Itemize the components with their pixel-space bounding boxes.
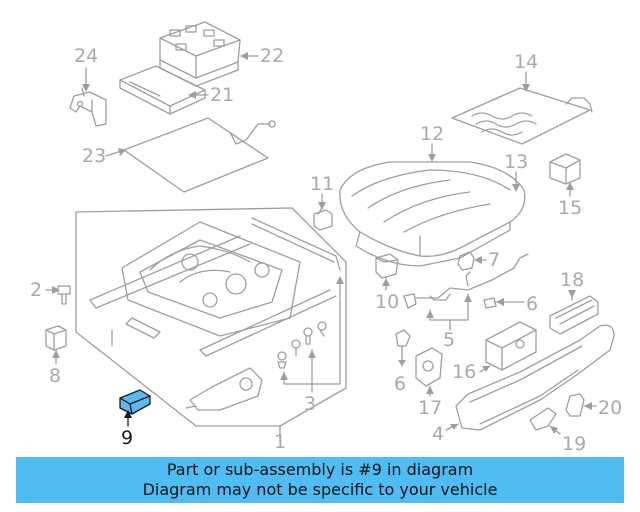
callout-12: 12 <box>420 123 445 145</box>
callout-21: 21 <box>210 84 235 106</box>
banner-line-1: Part or sub-assembly is #9 in diagram <box>166 460 474 479</box>
part-24-bracket <box>69 87 107 127</box>
part-9-highlighted <box>119 389 151 415</box>
part-21-module-box <box>119 65 206 115</box>
callout-15: 15 <box>558 197 583 219</box>
callout-7: 7 <box>488 249 501 271</box>
callout-16: 16 <box>452 361 477 383</box>
part-10-cap <box>375 253 399 279</box>
part-5-wire-harness <box>403 253 529 321</box>
part-19-knob <box>529 407 557 431</box>
part-1-frame-outline <box>75 207 347 427</box>
part-7-connector <box>457 251 475 271</box>
callout-8: 8 <box>49 365 62 387</box>
part-2-bolt <box>57 285 71 305</box>
part-22-control-module <box>159 21 241 87</box>
part-8-clip <box>45 325 67 351</box>
part-18-switch <box>549 295 599 335</box>
part-16-motor-module <box>485 321 537 371</box>
leader-9-arrowhead <box>124 410 132 418</box>
callout-14: 14 <box>514 51 539 73</box>
banner-line-2: Diagram may not be specific to your vehi… <box>142 480 498 499</box>
part-15-connector <box>549 153 581 185</box>
part-20-knob <box>565 393 585 417</box>
callout-24: 24 <box>74 45 99 67</box>
leader-arrowheads <box>52 52 592 434</box>
callout-10: 10 <box>375 291 400 313</box>
callout-2: 2 <box>30 279 43 301</box>
callout-18: 18 <box>560 269 585 291</box>
callout-5: 5 <box>443 329 456 351</box>
callout-6-right: 6 <box>526 293 539 315</box>
callout-23: 23 <box>82 145 107 167</box>
callout-13: 13 <box>504 151 529 173</box>
part-17-switch-body <box>415 347 443 387</box>
callout-20: 20 <box>598 397 623 419</box>
callout-9: 9 <box>121 427 134 449</box>
callout-4: 4 <box>432 423 445 445</box>
part-3-fasteners <box>277 277 341 385</box>
parts-diagram <box>45 21 615 441</box>
callout-3: 3 <box>304 393 317 415</box>
part-11-clip <box>313 207 333 231</box>
callout-22: 22 <box>260 45 285 67</box>
callout-17: 17 <box>418 397 443 419</box>
part-23-seat-mat <box>123 117 276 193</box>
part-14-seat-heater <box>451 87 593 145</box>
callout-19: 19 <box>562 433 587 455</box>
part-1-seat-frame <box>89 217 341 411</box>
part-4-side-trim <box>455 324 615 431</box>
callout-1: 1 <box>274 431 287 453</box>
callout-6-lower: 6 <box>394 373 407 395</box>
info-banner: Part or sub-assembly is #9 in diagram Di… <box>16 457 624 503</box>
callout-11: 11 <box>310 173 335 195</box>
part-12-seat-cushion <box>339 161 526 267</box>
